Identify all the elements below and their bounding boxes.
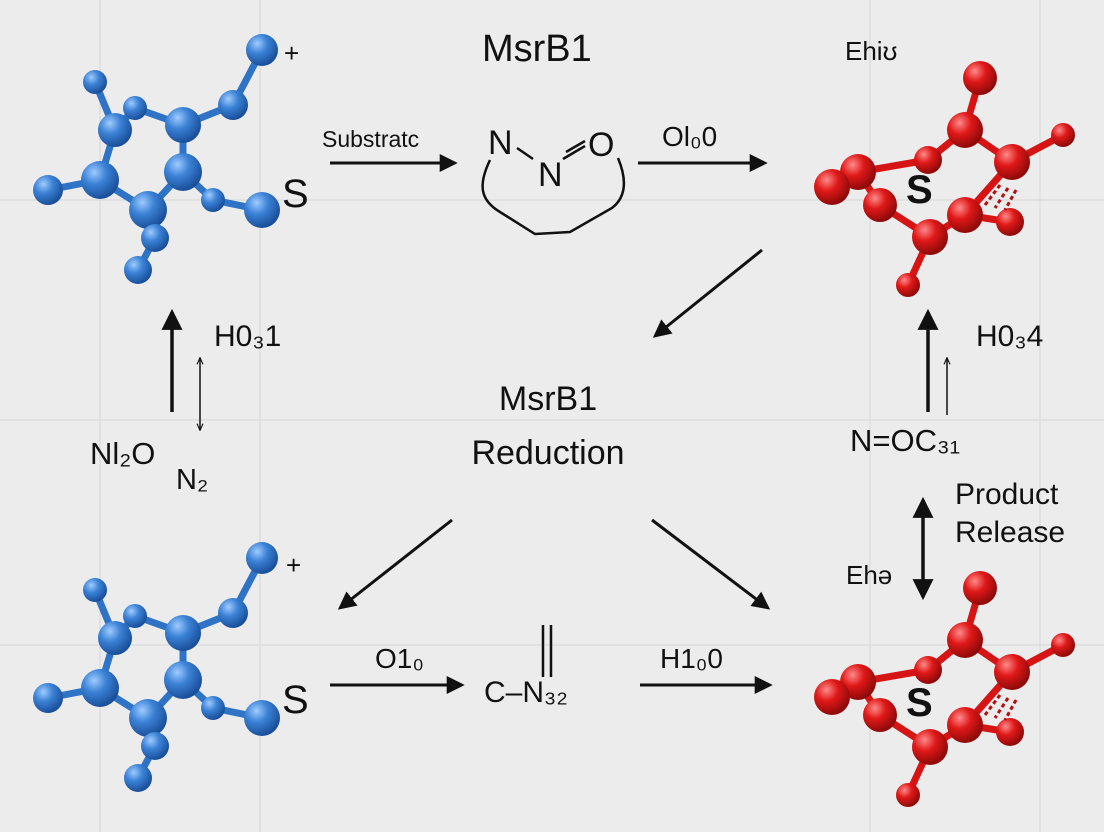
molecule-atom — [201, 696, 225, 720]
right-side-label: Ehə — [846, 560, 893, 590]
molecule-atom — [246, 34, 278, 66]
molecule-atom — [218, 90, 248, 120]
intermediate-n2: N — [538, 156, 563, 194]
molecule-atom — [863, 188, 897, 222]
molecule-atom — [896, 783, 920, 807]
left-bottom-label-b: N₂ — [176, 464, 209, 496]
molecule-atom — [996, 208, 1024, 236]
molecule-atom — [246, 542, 278, 574]
hydrogen-bond-dash — [1003, 699, 1018, 721]
diagram-title: MsrB1 — [482, 28, 592, 70]
molecule-atom — [98, 621, 132, 655]
molecule-atom — [201, 188, 225, 212]
molecule-atom — [83, 70, 107, 94]
hydrogen-bond-dash — [1003, 189, 1018, 211]
molecule-atom — [141, 224, 169, 252]
molecule-atom — [81, 161, 119, 199]
molecule-atom — [914, 146, 942, 174]
molecule-atom — [129, 191, 167, 229]
molecule-atom — [912, 729, 948, 765]
molecule-atom — [81, 669, 119, 707]
left-vertical-label: H0₃1 — [214, 320, 282, 353]
molecule-atom — [1051, 123, 1075, 147]
molecule-atom — [98, 113, 132, 147]
blue-bottom-plus: + — [286, 550, 302, 580]
center-label-line2: Reduction — [471, 434, 625, 472]
molecule-atom — [124, 256, 152, 284]
molecule-atom — [912, 219, 948, 255]
bond-n-n — [516, 146, 534, 161]
molecule-atom — [994, 144, 1030, 180]
top-arrow-label: Ol₀0 — [662, 121, 718, 152]
hydrogen-bond-dash — [993, 697, 1010, 719]
red-bottom-s: S — [906, 681, 933, 725]
intermediate-ring — [481, 157, 626, 236]
molecule-atom — [33, 683, 63, 713]
molecule-atom — [863, 698, 897, 732]
molecule-atom — [947, 112, 983, 148]
bond-n-o — [562, 144, 586, 161]
bottom-right-arrow-label: H1₀0 — [660, 643, 723, 674]
top-right-label: Ehiʊ — [845, 36, 898, 66]
molecule-atom — [165, 615, 201, 651]
red-molecule-top — [814, 61, 1075, 297]
right-formula-label: N=OC₃₁ — [850, 423, 961, 458]
molecule-atom — [218, 598, 248, 628]
molecule-atom — [1051, 633, 1075, 657]
bond-n-o-2 — [565, 139, 586, 154]
molecule-atom — [164, 153, 202, 191]
center-label-line1: MsrB1 — [498, 380, 598, 418]
left-bottom-label-a: Nl₂O — [90, 436, 156, 471]
molecule-atom — [141, 732, 169, 760]
arrow-center-bottom-right — [651, 518, 771, 610]
blue-molecule-bottom — [33, 542, 280, 792]
molecule-atom — [244, 700, 280, 736]
bottom-left-arrow-label: O1₀ — [375, 643, 424, 674]
blue-top-plus: + — [284, 38, 300, 68]
molecule-atom — [996, 718, 1024, 746]
molecule-atom — [129, 699, 167, 737]
molecule-atom — [814, 679, 850, 715]
molecule-atom — [994, 654, 1030, 690]
molecule-atom — [814, 169, 850, 205]
molecule-atom — [244, 192, 280, 228]
substrate-label: Substratc — [322, 126, 420, 152]
arrow-center-bottom-left — [337, 518, 453, 610]
red-molecule-bottom — [814, 571, 1075, 807]
intermediate-n1: N — [488, 124, 513, 162]
molecule-atom — [896, 273, 920, 297]
blue-top-s: S — [282, 172, 309, 216]
molecule-atom — [963, 61, 997, 95]
product-release-line2: Release — [955, 516, 1066, 549]
molecule-atom — [123, 96, 147, 120]
molecule-atom — [840, 154, 876, 190]
blue-molecule-top — [33, 34, 280, 284]
molecule-atom — [947, 622, 983, 658]
molecule-atom — [914, 656, 942, 684]
arrow-diagonal-center — [652, 248, 763, 338]
red-top-s: S — [906, 168, 933, 212]
molecule-atom — [164, 661, 202, 699]
molecule-atom — [963, 571, 997, 605]
molecule-atom — [83, 578, 107, 602]
hydrogen-bond-dash — [993, 187, 1010, 209]
molecule-atom — [33, 175, 63, 205]
molecule-atom — [124, 764, 152, 792]
blue-bottom-s: S — [282, 678, 309, 722]
intermediate-o: O — [588, 126, 615, 164]
right-vertical-label: H0₃4 — [976, 320, 1044, 353]
molecule-atom — [840, 664, 876, 700]
product-release-line1: Product — [955, 478, 1059, 511]
molecule-atom — [947, 707, 983, 743]
molecule-atom — [165, 107, 201, 143]
molecule-atom — [123, 604, 147, 628]
bottom-middle-formula: C–N₃₂ — [484, 676, 568, 709]
molecule-atom — [947, 197, 983, 233]
